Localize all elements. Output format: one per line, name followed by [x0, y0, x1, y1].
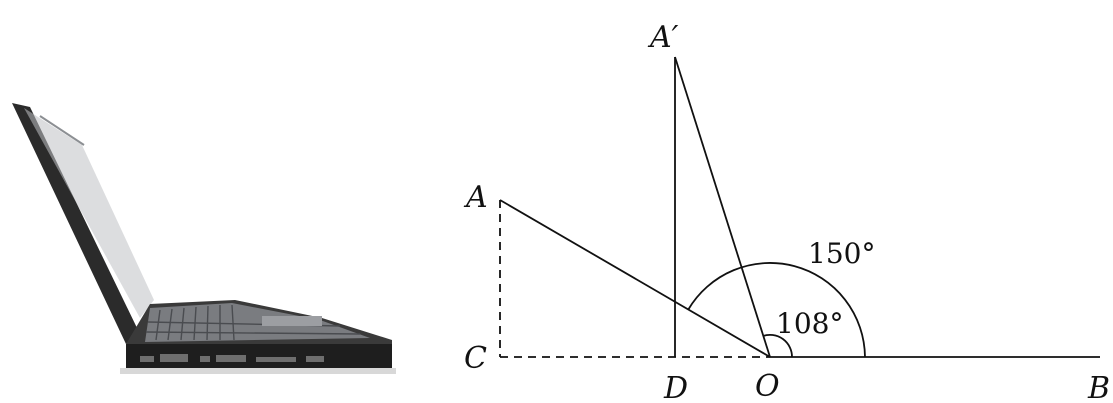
arc-150	[687, 262, 866, 358]
label-angle-150: 150°	[808, 237, 875, 270]
laptop-lid	[12, 103, 138, 344]
label-point-B: B	[1087, 371, 1110, 403]
label-point-A: A	[463, 180, 488, 215]
laptop-lid-edge	[24, 108, 154, 318]
label-point-A-prime: A′	[647, 20, 679, 55]
label-point-D: D	[663, 371, 688, 403]
arc-108	[762, 333, 793, 358]
laptop-photo	[12, 103, 396, 374]
label-angle-108: 108°	[776, 307, 843, 340]
segment-AO	[499, 199, 771, 358]
laptop-ports	[140, 354, 324, 362]
laptop-shadow	[120, 368, 396, 374]
geometry-diagram	[499, 56, 1100, 358]
label-point-O: O	[755, 369, 780, 403]
segment-AprimeO	[674, 56, 771, 358]
laptop-trackpad	[262, 316, 322, 326]
label-point-C: C	[464, 341, 487, 376]
laptop-lid-highlight	[39, 115, 85, 146]
